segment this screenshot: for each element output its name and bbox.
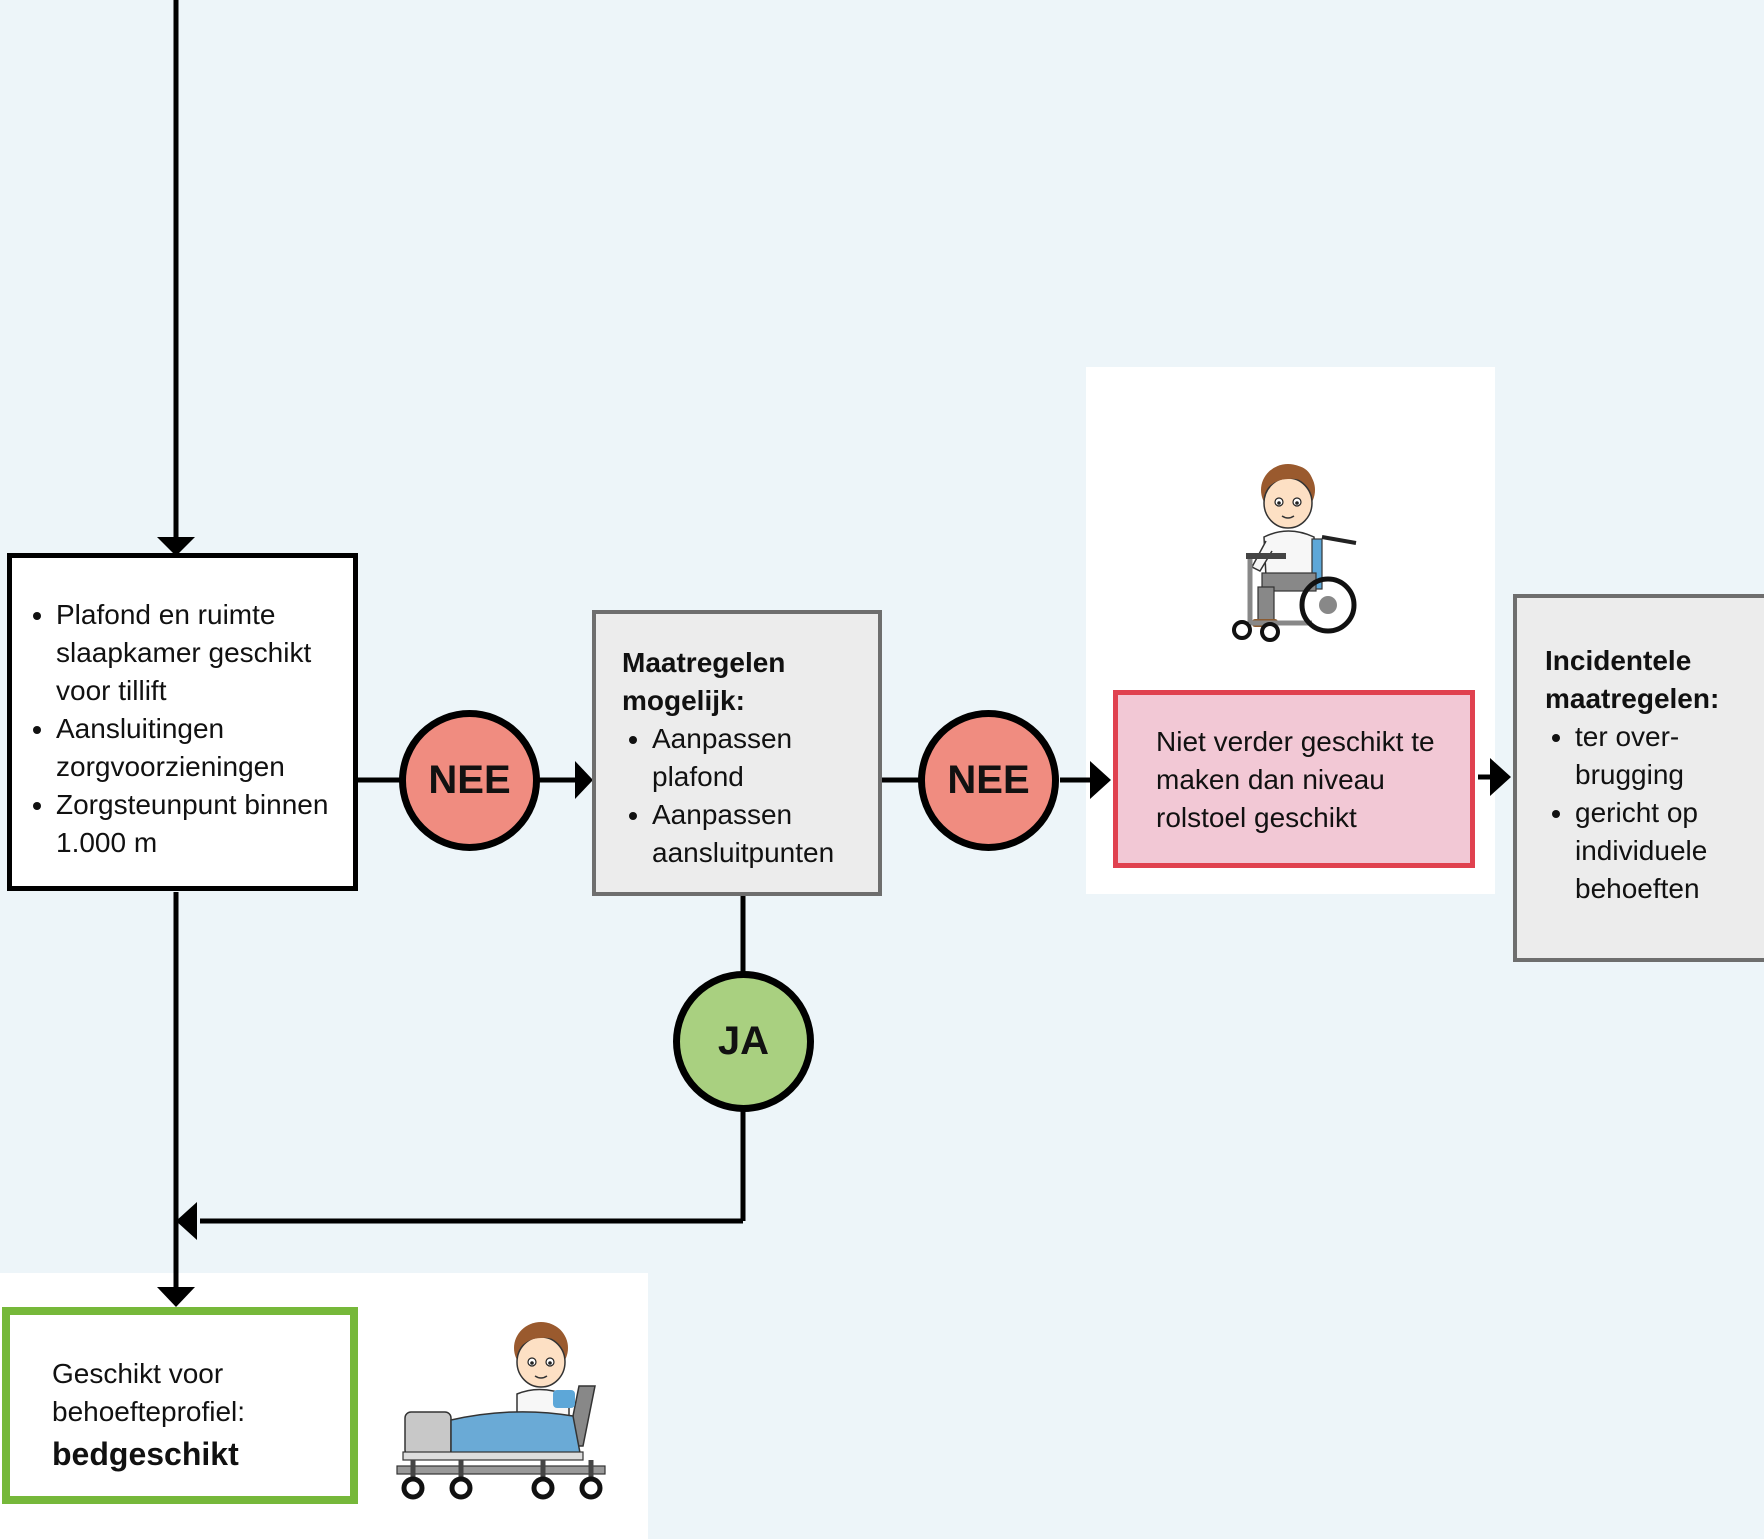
person-in-bed-icon (396, 1322, 606, 1500)
start-bullet-2: Aansluitingen zorgvoorzieningen (56, 710, 333, 786)
arrow-right-to-rolstoel (1090, 761, 1111, 799)
decision-nee-1: NEE (399, 710, 540, 851)
maatregelen-bullet-1: Aanpassen plafond (652, 720, 868, 796)
incidenteel-bullet-1: ter over-brugging (1575, 718, 1764, 794)
decision-ja-label: JA (717, 1019, 770, 1063)
arrow-down-to-result (157, 1287, 195, 1307)
arrow-left-merge (176, 1202, 197, 1240)
start-bullet-1: Plafond en ruimte slaapkamer geschikt vo… (56, 596, 333, 710)
result-line: Geschikt voor behoefteprofiel: (52, 1358, 246, 1427)
decision-nee-2-label: NEE (947, 758, 1030, 802)
arrow-right-to-maatregelen (575, 761, 593, 799)
result-highlight: bedgeschikt (52, 1436, 239, 1472)
person-in-wheelchair-icon (1232, 464, 1357, 642)
rolstoel-text: Niet verder geschikt te maken dan niveau… (1156, 726, 1435, 833)
maatregelen-box: Maatregelen mogelijk: Aanpassen plafond … (592, 610, 882, 896)
start-box: Plafond en ruimte slaapkamer geschikt vo… (7, 553, 358, 891)
start-bullet-3: Zorgsteunpunt binnen 1.000 m (56, 786, 333, 862)
maatregelen-bullet-2: Aanpassen aansluitpunten (652, 796, 868, 872)
incidenteel-title: Incidentele maatregelen: (1545, 645, 1720, 714)
arrow-down-to-start (157, 537, 195, 556)
arrow-right-to-incidenteel (1490, 758, 1511, 796)
incidenteel-bullet-2: gericht op individuele behoeften (1575, 794, 1764, 908)
decision-ja: JA (673, 971, 814, 1112)
result-box: Geschikt voor behoefteprofiel: bedgeschi… (2, 1307, 358, 1504)
decision-nee-1-label: NEE (428, 758, 511, 802)
rolstoel-box: Niet verder geschikt te maken dan niveau… (1113, 690, 1475, 868)
decision-nee-2: NEE (918, 710, 1059, 851)
incidenteel-box: Incidentele maatregelen: ter over-bruggi… (1513, 594, 1764, 962)
maatregelen-title: Maatregelen mogelijk: (622, 647, 786, 716)
